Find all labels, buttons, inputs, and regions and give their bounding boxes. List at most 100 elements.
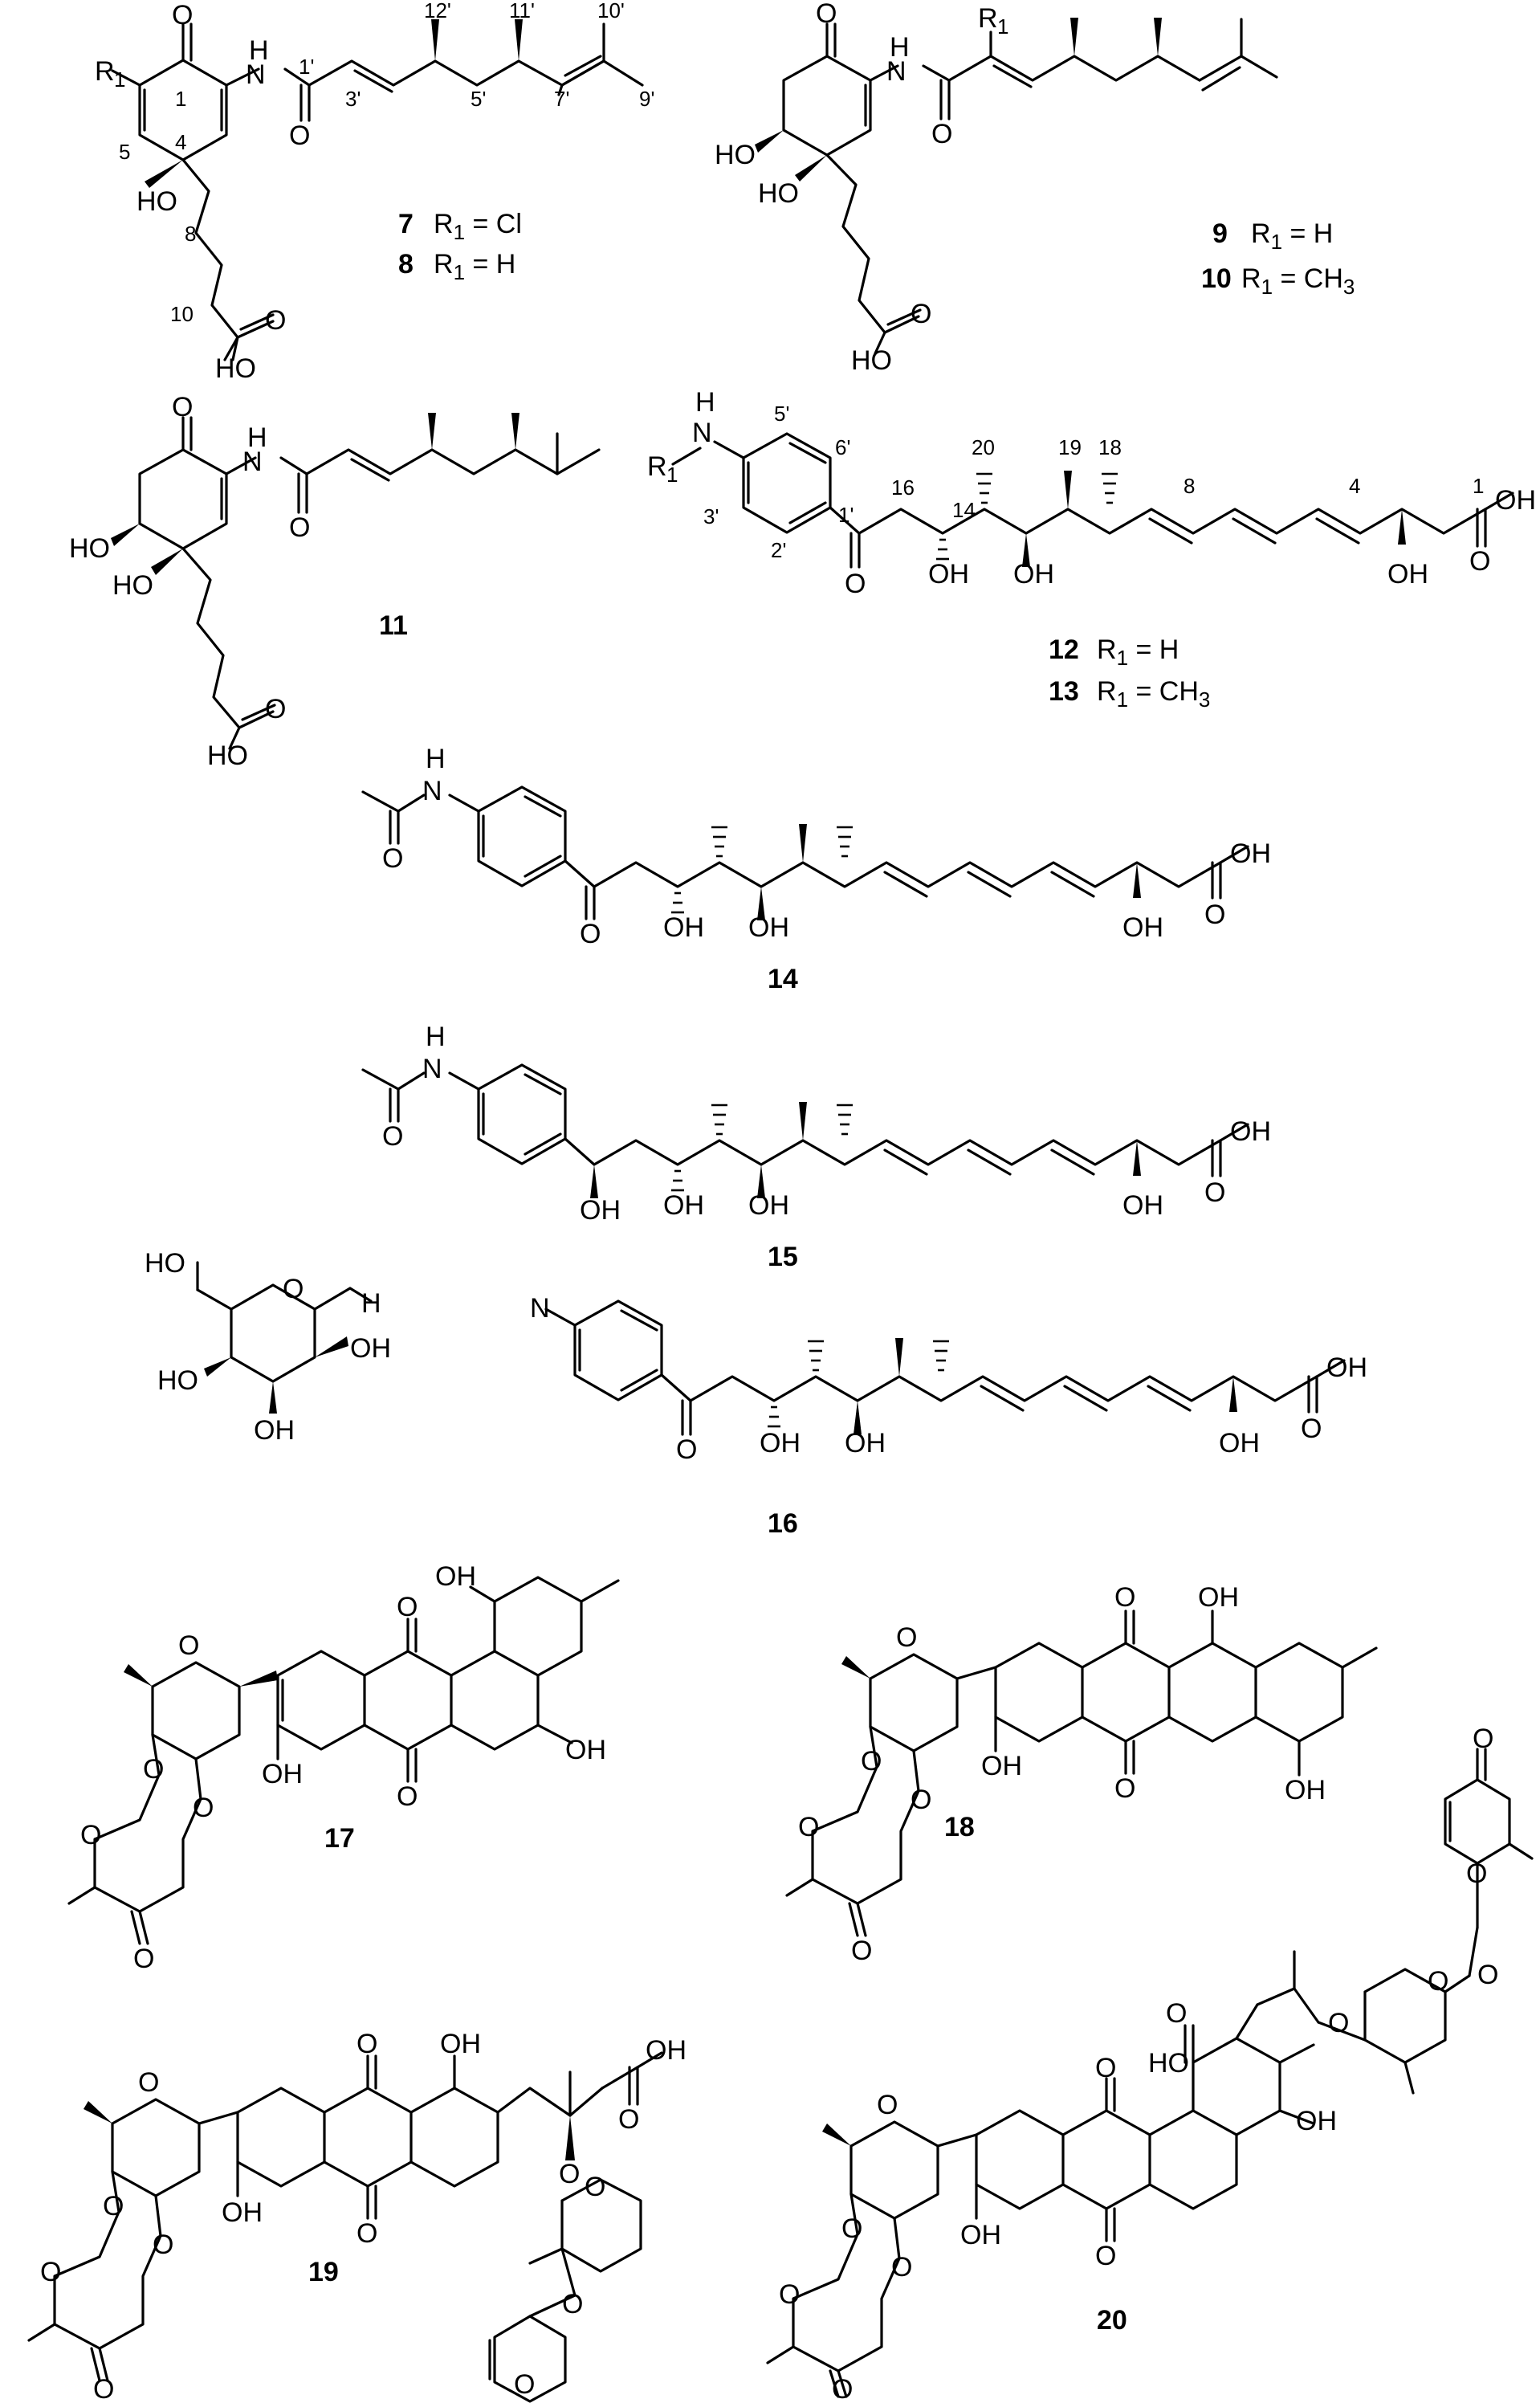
atom-o: O [1466,1858,1487,1889]
locant-3p: 3' [703,504,719,528]
compound-label-15: 15 [768,1242,798,1272]
atom-o: O [382,843,403,874]
atom-o: O [559,2159,580,2189]
atom-o: O [851,1936,872,1966]
atom-oh: OH [222,2197,263,2228]
atom-o: O [891,2252,912,2283]
atom-n: N [422,1054,442,1084]
atom-oh: OH [440,2029,481,2059]
structure-7-8 [111,19,644,361]
atom-o: O [1204,1177,1225,1208]
locant-10: 10 [170,302,194,326]
atom-o: O [896,1622,917,1653]
atom-o: O [1301,1414,1322,1444]
atom-o: O [356,2029,377,2059]
atom-oh: OH [1326,1352,1367,1383]
atom-o: O [1469,546,1490,577]
compound-label-14: 14 [768,964,798,994]
atom-o: O [798,1812,819,1842]
atom-h: H [249,35,269,66]
atom-ho: HO [1148,2048,1189,2079]
atom-r1-subscript: 1 [114,67,125,92]
atom-n: N [692,418,712,448]
atom-o: O [265,305,286,336]
atom-o: O [585,2172,605,2202]
atom-o: O [356,2218,377,2249]
atom-o: O [1095,2241,1116,2271]
atom-o: O [514,2369,535,2400]
atom-o: O [138,2067,159,2098]
locant-14: 14 [952,498,976,522]
locant-3p: 3' [345,87,361,111]
atom-o: O [172,0,193,31]
locant-4: 4 [1349,474,1360,498]
structure-19 [27,2051,663,2403]
atom-ho: HO [758,178,799,209]
locant-1: 1 [1473,474,1484,498]
atom-ho: HO [157,1365,198,1396]
compound-label-16: 16 [768,1508,798,1539]
locant-20: 20 [972,435,995,459]
compound-9-r1: R1 = H [1251,218,1333,254]
atom-oh: OH [981,1751,1022,1781]
locant-8: 8 [1184,474,1195,498]
atom-oh: OH [960,2220,1001,2250]
locant-9p: 9' [639,87,654,111]
atom-oh: OH [760,1428,801,1459]
atom-o: O [877,2090,898,2120]
locant-18: 18 [1098,435,1122,459]
compound-label-20: 20 [1097,2305,1127,2336]
atom-oh: OH [1198,1582,1239,1613]
atom-o: O [283,1274,304,1304]
atom-o: O [93,2374,114,2403]
atom-oh: OH [1122,912,1163,943]
atom-h: H [247,422,267,453]
structure-14 [361,785,1249,920]
atom-o: O [562,2289,583,2319]
atom-o: O [193,1793,214,1823]
atom-ho: HO [112,570,153,601]
atom-oh: OH [1296,2106,1337,2136]
structure-9-10 [755,18,1278,355]
atom-o: O [1473,1724,1493,1754]
atom-oh: OH [1387,559,1428,590]
atom-o: O [911,299,931,329]
atom-o: O [845,569,866,599]
atom-o: O [103,2191,124,2221]
atom-oh: OH [1495,485,1536,516]
atom-o: O [1114,1582,1135,1613]
atom-o: O [133,1944,154,1974]
atom-ho: HO [69,533,110,564]
atom-o: O [1428,1966,1448,1997]
atom-o: O [289,120,310,151]
atom-oh: OH [845,1428,886,1459]
atom-o: O [1477,1960,1498,1990]
compound-12-r1: R1 = H [1097,634,1179,670]
atom-o: O [397,1781,418,1812]
locant-5p: 5' [774,402,789,426]
compound-label-13: 13 [1049,676,1079,707]
atom-r1: R [647,451,667,482]
atom-o: O [289,512,310,543]
atom-o: O [40,2257,61,2287]
locant-8: 8 [185,222,196,246]
compound-label-18: 18 [944,1812,975,1842]
locant-6p: 6' [835,435,850,459]
compound-7-r1: R1 = Cl [434,209,522,244]
atom-oh: OH [1230,838,1271,869]
atom-oh: OH [435,1561,476,1592]
atom-oh: OH [748,912,789,943]
atom-oh: OH [663,1190,704,1221]
atom-o: O [172,392,193,422]
atom-o: O [1166,1998,1187,2029]
atom-o: O [1114,1773,1135,1804]
atom-r1-subscript: 1 [997,14,1008,39]
structure-16 [196,1261,1346,1436]
atom-ho: HO [207,740,248,771]
atom-o: O [931,119,952,149]
structure-20 [766,1748,1534,2398]
compound-label-7: 7 [398,209,414,239]
atom-h: H [361,1288,381,1319]
atom-oh: OH [1219,1428,1260,1459]
structure-18 [785,1609,1378,1937]
